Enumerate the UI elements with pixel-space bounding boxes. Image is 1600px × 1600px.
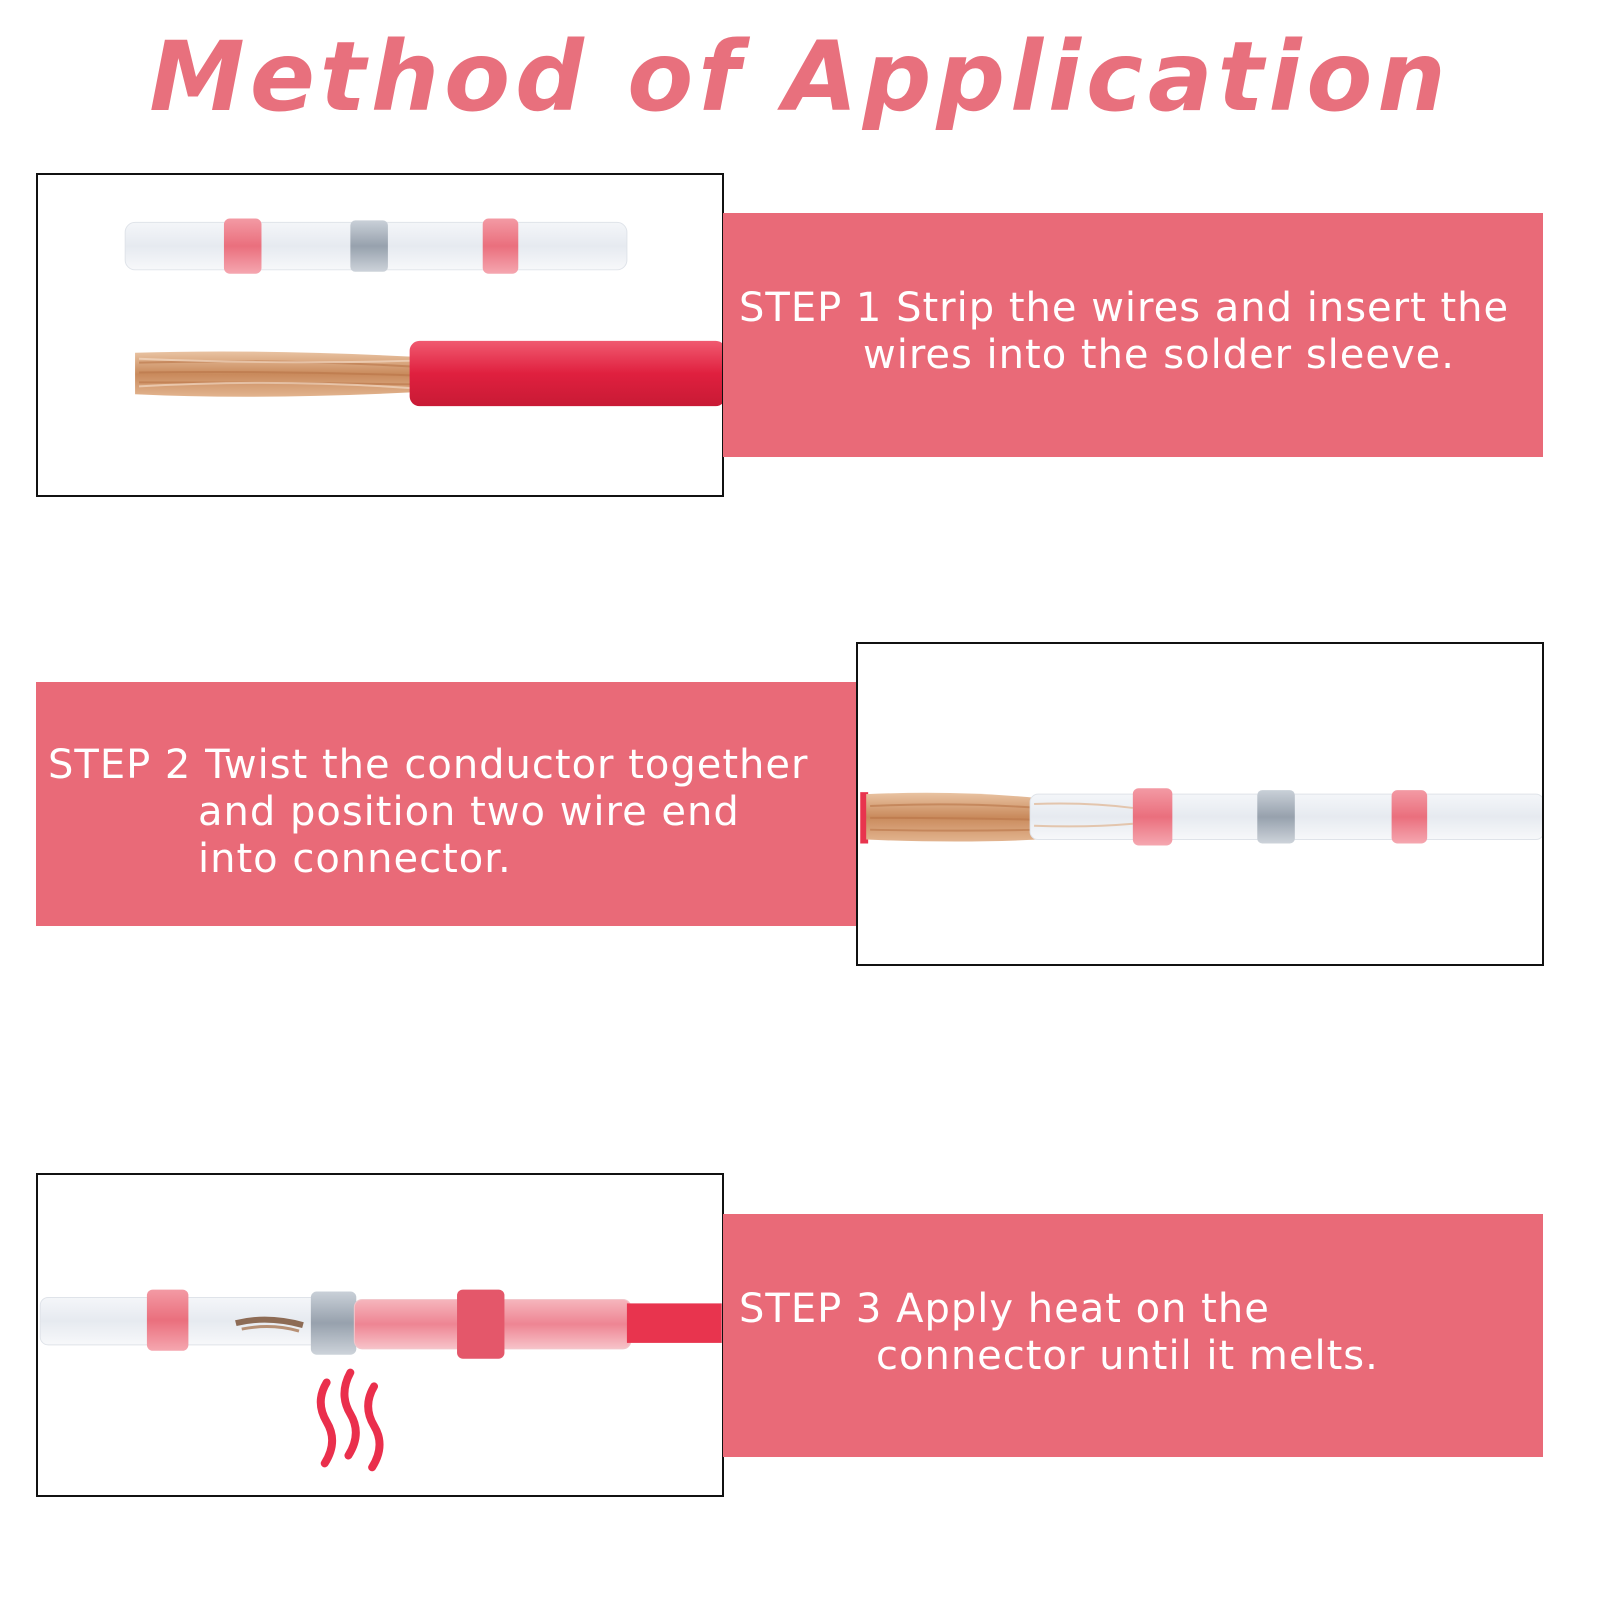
step3-banner: STEP 3 Apply heat on the connector until… [723,1214,1543,1457]
step2-line3: into connector. [198,836,512,882]
step3-label: STEP 3 [739,1286,883,1332]
step1-label: STEP 1 [739,285,883,331]
step1-line1: Strip the wires and insert the [896,285,1510,331]
solder-sleeve [124,218,628,274]
step1-line2: wires into the solder sleeve. [863,332,1456,378]
step2-line2: and position two wire end [198,789,740,835]
step3-illustration [39,1289,722,1472]
step1-illustration [124,218,722,407]
step3-photo [36,1173,724,1497]
step3-line1: Apply heat on the [896,1286,1270,1332]
step1-banner: STEP 1 Strip the wires and insert the wi… [723,213,1543,457]
step1-text: STEP 1 Strip the wires and insert the [739,285,1509,332]
step2-banner: STEP 2 Twist the conductor together and … [36,682,858,926]
step2-text-cont: and position two wire end [198,789,740,836]
step3-text: STEP 3 Apply heat on the [739,1286,1270,1333]
heat-waves-icon [316,1368,384,1472]
step1-text-cont: wires into the solder sleeve. [863,332,1455,379]
step2-line1: Twist the conductor together [205,742,809,788]
step2-label: STEP 2 [48,742,192,788]
step2-text-cont2: into connector. [198,836,512,883]
step3-text-cont: connector until it melts. [876,1333,1379,1380]
step2-illustration [860,788,1542,846]
step3-line2: connector until it melts. [876,1333,1379,1379]
wire-in-connector [860,788,1542,846]
step1-photo [36,173,724,497]
stripped-wire [135,340,722,407]
page-title: Method of Application [149,21,1451,133]
step2-text: STEP 2 Twist the conductor together [48,742,808,789]
heated-connector [39,1289,722,1359]
step2-photo [856,642,1544,966]
